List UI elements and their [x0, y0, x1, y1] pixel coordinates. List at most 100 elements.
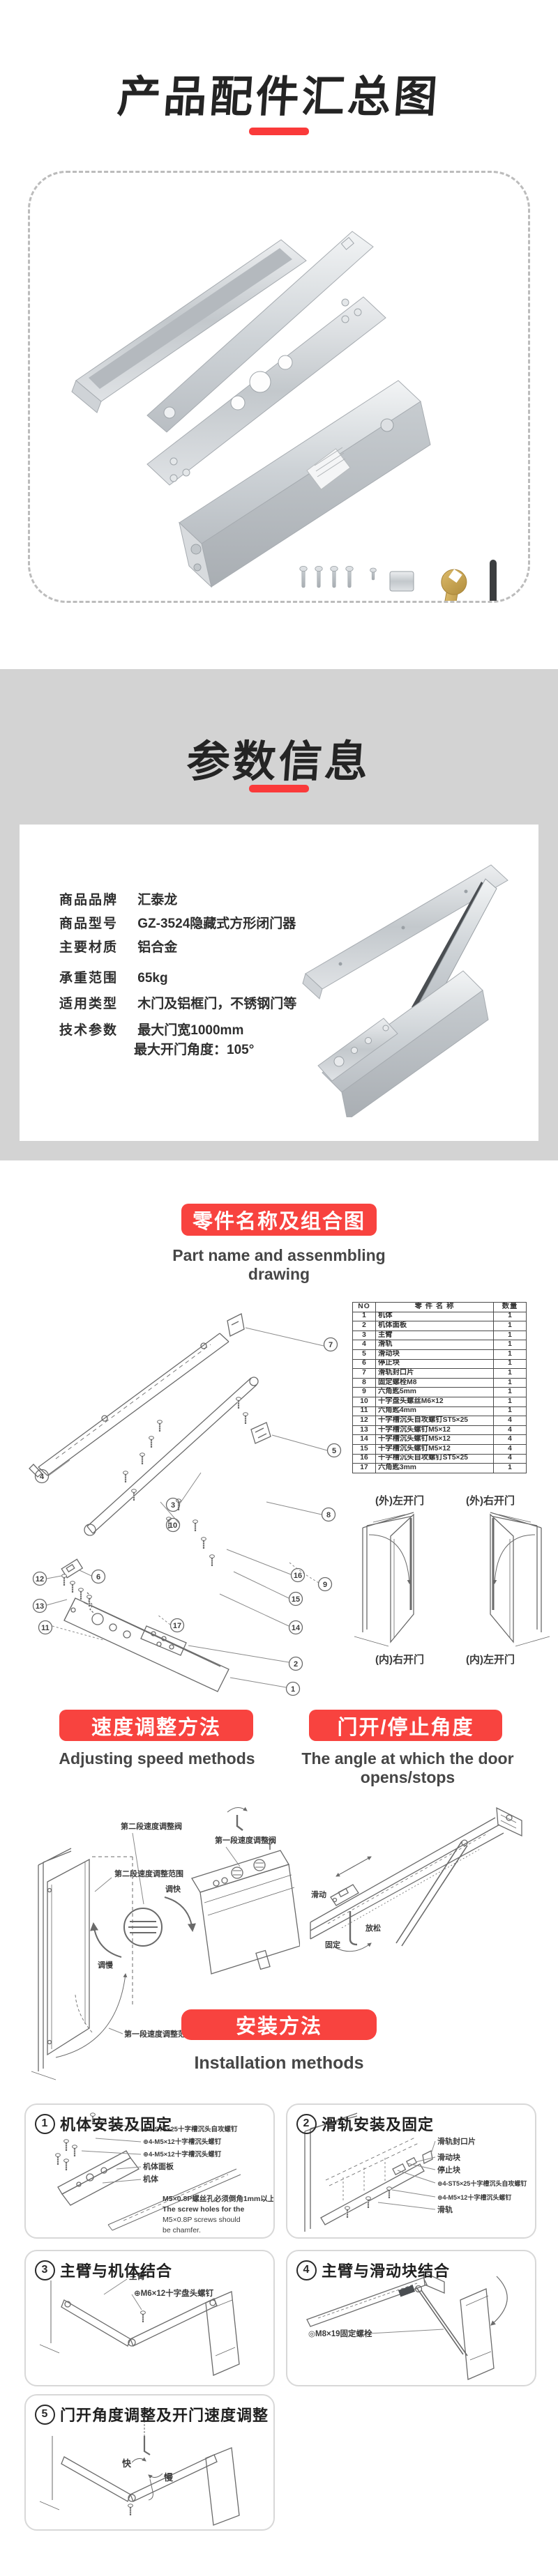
photo-body [317, 970, 489, 1117]
step2-label-rail: 滑轨 [437, 2205, 453, 2214]
parts-table-row: 6 停止块 1 [352, 1358, 527, 1370]
install-step-5-title: 5 门开角度调整及开门速度调整 [35, 2403, 269, 2425]
door-label-in-right: (内)右开门 [375, 1653, 424, 1666]
title-underline-accent [249, 128, 309, 135]
part-no: 5 [352, 1349, 376, 1360]
part-no: 1 [352, 1311, 376, 1322]
part-name: 十字槽沉头自攻螺钉ST5×25 [375, 1416, 494, 1426]
step1-labels: ⊕4-ST5×25十字槽沉头自攻螺钉 ⊕4-M5×12十字槽沉头螺钉 ⊕4-M5… [143, 2125, 238, 2184]
part-qty: 1 [493, 1406, 527, 1417]
door-swing-diagrams: (外)左开门 (外)右开门 (内)右开门 (内)左开门 [354, 1494, 551, 1666]
part-no: 9 [352, 1387, 376, 1397]
part-qty: 1 [493, 1377, 527, 1388]
note-line-en3: be chamfer. [163, 2226, 201, 2234]
parameters-card: 商品品牌 汇泰龙 商品型号 GZ-3524隐藏式方形闭门器 主要材质 铝合金 承… [20, 825, 538, 1141]
step5-label-fast: 快 [122, 2458, 132, 2469]
parts-table-row: 7 滑轨封口片 1 [352, 1368, 527, 1379]
part-no: 4 [352, 1340, 376, 1350]
install-step-5-drawing: 快 慢 [39, 2421, 240, 2526]
step5-labels: 快 慢 [122, 2458, 174, 2483]
callout-3: 3 [165, 1497, 181, 1512]
step2-frame-drawing [304, 2113, 358, 2232]
part-name: 停止块 [375, 1358, 494, 1370]
svg-text:3: 3 [171, 1501, 175, 1510]
callout-4: 4 [34, 1469, 50, 1484]
parts-table-row: 14 十字槽沉头螺钉M5×12 4 [352, 1434, 527, 1445]
parts-table-row: 12 十字槽沉头自攻螺钉ST5×25 4 [352, 1416, 527, 1426]
callout-2: 2 [288, 1656, 303, 1671]
label-second-stage-range: 第二段速度调整范围 [114, 1869, 183, 1878]
svg-text:15: 15 [292, 1595, 300, 1604]
step2-label-end-cap: 滑轨封口片 [437, 2136, 476, 2146]
label-loosen: 放松 [365, 1923, 381, 1933]
speed-diagram-labels: 第二段速度调整阀 调快 调慢 第二段速度调整范围 第一段速度调整范围 第一段速度… [98, 1821, 276, 2039]
badge-speed-adjust: 速度调整方法 [59, 1710, 253, 1741]
callout-16: 16 [290, 1567, 306, 1583]
door-swing-labels: (外)左开门 (外)右开门 (内)右开门 (内)左开门 [375, 1494, 515, 1666]
param-value: 汇泰龙 [137, 893, 178, 907]
part-name: 十字槽沉头螺钉M5×12 [375, 1425, 494, 1436]
part-name: 六角匙5mm [375, 1387, 494, 1397]
svg-text:4: 4 [40, 1473, 45, 1481]
install-step-5-panel: 5 门开角度调整及开门速度调整 快 慢 [24, 2394, 275, 2531]
step-number-icon: 3 [35, 2260, 55, 2280]
part-qty: 1 [493, 1368, 527, 1379]
photo-hex-keys [490, 560, 497, 601]
param-row-brand: 商品品牌 汇泰龙 [59, 889, 177, 908]
step1-label-body: 机体 [143, 2174, 159, 2184]
step-number-icon: 4 [296, 2260, 317, 2280]
open-stop-angle-diagram: 滑动 放松 固定 [310, 1807, 522, 1952]
subtitle-speed-adjust-en: Adjusting speed methods [59, 1749, 255, 1768]
param-value: 65kg [137, 971, 168, 986]
callout-14: 14 [288, 1620, 303, 1635]
photo-rail [302, 864, 508, 999]
photo-screws-set [299, 566, 414, 592]
callout-10: 10 [165, 1517, 181, 1533]
photo-mounting-plate [146, 296, 386, 486]
param-label: 商品型号 [59, 917, 119, 931]
callout-9: 9 [317, 1577, 333, 1592]
parts-table-row: 8 固定螺栓M8 1 [352, 1377, 527, 1388]
step4-labels: ◎M8×19固定螺栓 [308, 2329, 372, 2338]
param-row-tech-line2: 最大开门角度：105° [134, 1043, 255, 1057]
svg-text:6: 6 [96, 1573, 100, 1581]
parts-table-row: 17 六角匙3mm 1 [352, 1463, 527, 1473]
svg-text:11: 11 [41, 1624, 50, 1632]
param-row-material: 主要材质 铝合金 [59, 937, 177, 956]
parts-table-row: 13 十字槽沉头螺钉M5×12 4 [352, 1425, 527, 1436]
parts-table-row: 4 滑轨 1 [352, 1340, 527, 1350]
part-qty: 1 [493, 1387, 527, 1397]
part-no: 12 [352, 1416, 376, 1426]
subtitle-part-names-en: Part name and assenmbling drawing [172, 1246, 386, 1283]
callout-5: 5 [326, 1443, 342, 1458]
part-name: 十字槽沉头螺钉M5×12 [375, 1443, 494, 1455]
part-name: 六角匙3mm [375, 1463, 494, 1473]
install-step-4-drawing: ◎M8×19固定螺栓 [306, 2271, 508, 2380]
step3-label-screw: ⊕M6×12十字盘头螺钉 [134, 2288, 214, 2298]
install-step-1-panel: 1 机体安装及固定 ⊕4-ST5×25十字槽沉头自攻螺钉 [24, 2103, 275, 2239]
svg-text:13: 13 [36, 1602, 44, 1611]
svg-text:2: 2 [294, 1660, 298, 1669]
step-title-text: 主臂与机体结合 [60, 2262, 173, 2280]
label-slide: 滑动 [311, 1889, 326, 1899]
step1-label-screw2: ⊕4-M5×12十字槽沉头螺钉 [143, 2138, 222, 2146]
step5-adjust-arrows [131, 2457, 163, 2479]
callout-13: 13 [32, 1598, 47, 1613]
svg-text:10: 10 [169, 1521, 177, 1530]
callout-15: 15 [288, 1591, 303, 1607]
step1-label-screw1: ⊕4-ST5×25十字槽沉头自攻螺钉 [143, 2125, 238, 2133]
drawing-body [63, 1597, 229, 1692]
install-step-3-drawing: 主臂 ⊕M6×12十字盘头螺钉 [39, 2271, 240, 2376]
parts-table-row: 3 主臂 1 [352, 1330, 527, 1341]
col-header-part-name: 零 件 名 称 [375, 1302, 494, 1312]
step1-body-drawing [57, 2150, 241, 2231]
photo-slide-rail [71, 239, 307, 413]
exploded-assembly-drawing: 4 3 10 7 5 8 9 16 15 14 2 12 6 13 11 17 … [29, 1313, 342, 1696]
angle-arms-drawing [395, 1839, 468, 1947]
parts-table-header-row: NO 零 件 名 称 数量 [352, 1302, 527, 1312]
param-value: GZ-3524隐藏式方形闭门器 [137, 917, 296, 931]
param-value: 最大门宽1000mm [137, 1023, 244, 1038]
door-label-in-left: (内)左开门 [466, 1653, 515, 1666]
door-label-out-left: (外)左开门 [375, 1494, 424, 1507]
